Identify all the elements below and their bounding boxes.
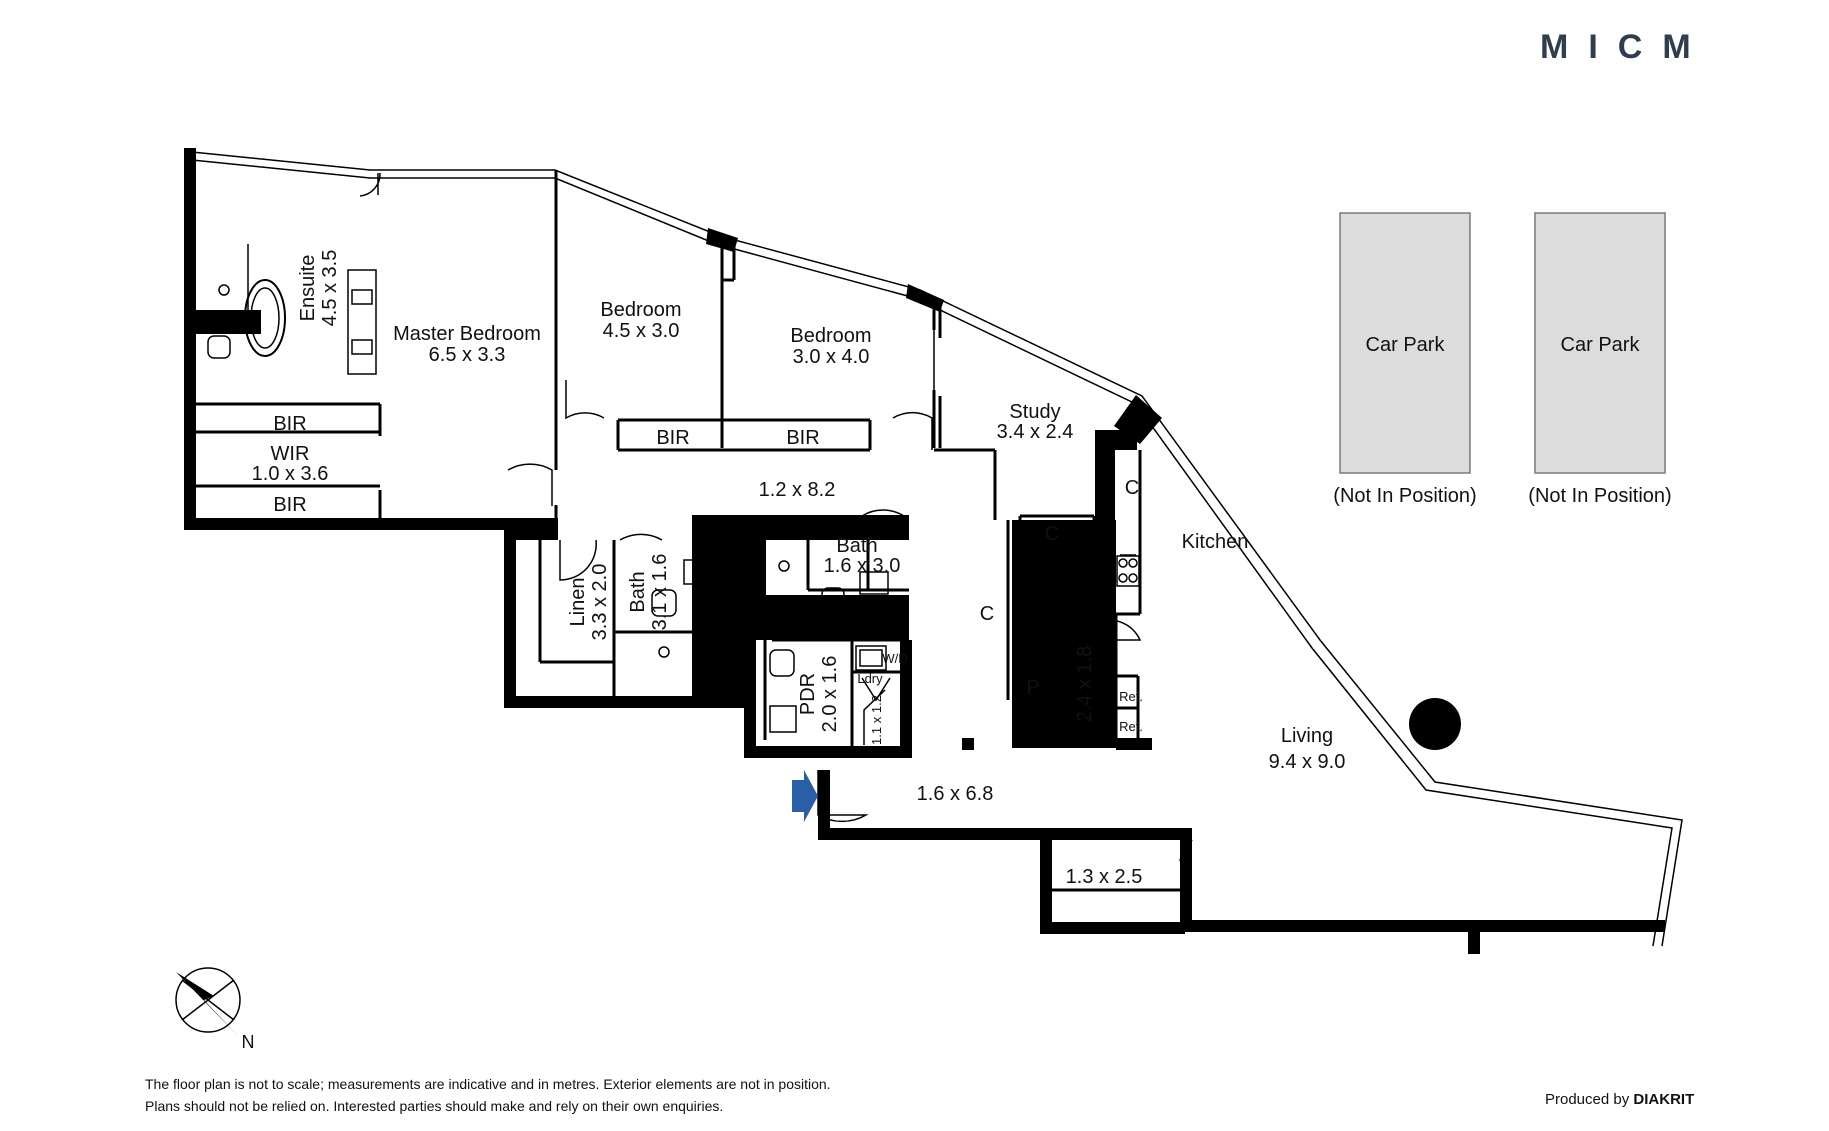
fixtures — [207, 244, 1461, 750]
bath-1-label: Bath — [627, 571, 649, 612]
linen-dims: 3.3 x 2.0 — [589, 564, 611, 641]
compass-north-label: N — [242, 1032, 255, 1052]
entry-dims: 1.6 x 6.8 — [917, 783, 994, 805]
car-park-1-note: (Not In Position) — [1333, 485, 1476, 507]
hall-dims: 1.2 x 8.2 — [759, 479, 836, 501]
disclaimer-line-1: The floor plan is not to scale; measurem… — [145, 1076, 831, 1092]
car-park-2-note: (Not In Position) — [1528, 485, 1671, 507]
bedroom-2-label: Bedroom — [600, 299, 681, 321]
store-dims: 1.3 x 2.5 — [1066, 866, 1143, 888]
entry-arrow-icon — [792, 770, 818, 822]
ensuite-label: Ensuite — [297, 255, 319, 322]
washer-label: W/D — [882, 651, 907, 666]
wir-dims: 1.0 x 3.6 — [252, 463, 329, 485]
cupboard-label-3: C — [980, 603, 994, 625]
kitchen-label: Kitchen — [1182, 531, 1249, 553]
pantry-label: P — [1026, 677, 1039, 699]
car-park-2-label: Car Park — [1561, 334, 1641, 356]
study-label: Study — [1009, 401, 1060, 423]
room-labels: Ensuite 4.5 x 3.5 Master Bedroom 6.5 x 3… — [252, 250, 1346, 888]
column — [1409, 698, 1461, 750]
car-park-1 — [1339, 212, 1471, 474]
living-dims: 9.4 x 9.0 — [1269, 751, 1346, 773]
walls — [184, 148, 1665, 954]
compass-needle-icon — [176, 972, 238, 1036]
cupboard-label-2: C — [1045, 523, 1059, 545]
car-park-2 — [1534, 212, 1666, 474]
bir-label-2: BIR — [273, 494, 306, 516]
wir-label: WIR — [271, 443, 310, 465]
car-parks: Car Park Car Park (Not In Position) (Not… — [1333, 212, 1672, 507]
master-bedroom-label: Master Bedroom — [393, 323, 541, 345]
bedroom-3-dims: 3.0 x 4.0 — [793, 346, 870, 368]
cupboard-label-1: C — [1125, 477, 1139, 499]
study-dims: 3.4 x 2.4 — [997, 421, 1074, 443]
master-bedroom-dims: 6.5 x 3.3 — [429, 344, 506, 366]
fridge-label-1: Ref. — [1119, 689, 1143, 704]
fridge-label-2: Ref. — [1119, 719, 1143, 734]
bath-1-dims: 3.1 x 1.6 — [649, 554, 671, 631]
pdr-dims: 2.0 x 1.6 — [819, 656, 841, 733]
bath-2-dims: 1.6 x 3.0 — [824, 555, 901, 577]
brand-logo: MICM — [1540, 28, 1711, 66]
bedroom-2-dims: 4.5 x 3.0 — [603, 320, 680, 342]
compass: N — [175, 967, 255, 1052]
ensuite-dims: 4.5 x 3.5 — [319, 250, 341, 327]
bir-label-4: BIR — [786, 427, 819, 449]
laundry-dims: 1.1 x 1.2 — [869, 695, 884, 745]
laundry-label: Ldry — [857, 671, 883, 686]
bedroom-3-label: Bedroom — [790, 325, 871, 347]
bir-label-1: BIR — [273, 413, 306, 435]
bir-label-3: BIR — [656, 427, 689, 449]
pantry-dims: 2.4 x 1.8 — [1074, 646, 1096, 723]
producer-credit: Produced by DIAKRIT — [1545, 1091, 1694, 1108]
car-park-1-label: Car Park — [1366, 334, 1446, 356]
credit-brand: DIAKRIT — [1633, 1091, 1695, 1108]
living-label: Living — [1281, 725, 1333, 747]
partitions — [196, 170, 1180, 892]
disclaimer-line-2: Plans should not be relied on. Intereste… — [145, 1098, 724, 1114]
bath-2-label: Bath — [836, 535, 877, 557]
pdr-label: PDR — [797, 673, 819, 715]
credit-prefix: Produced by — [1545, 1091, 1630, 1108]
linen-label: Linen — [567, 578, 589, 627]
exterior-glazing — [191, 151, 1683, 947]
doors — [359, 172, 1193, 867]
